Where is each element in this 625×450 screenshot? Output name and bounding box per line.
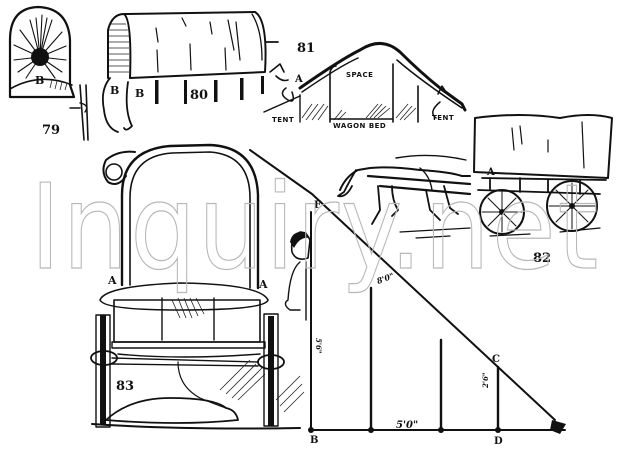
label-b-fig79: B	[35, 74, 44, 87]
label-a-fig82: A	[486, 167, 495, 178]
label-d: D	[494, 436, 503, 447]
label-b2-fig80: B	[135, 87, 144, 100]
watermark-text: Inquiry.net	[30, 158, 600, 296]
figure-number-83: 83	[116, 379, 134, 394]
label-wagon-bed: WAGON BED	[333, 122, 386, 130]
figure-82-horse-wagon: A 82	[337, 114, 613, 266]
label-f: F	[314, 200, 321, 211]
figure-number-79: 79	[42, 123, 60, 138]
label-space: SPACE	[346, 71, 373, 79]
label-a-right-fig83: A	[258, 278, 268, 291]
dimension-base: 5'0"	[396, 420, 418, 431]
figure-80-wagon-cover: B B 80	[101, 11, 279, 133]
wagon-wheel-front-icon	[479, 189, 525, 235]
figure-79-wagon-rear: B 79	[8, 5, 89, 141]
figure-83-wagon-on-supports: A A 83	[90, 143, 556, 430]
label-tent-left: TENT	[272, 116, 294, 124]
label-a-left-fig83: A	[107, 274, 117, 287]
dimension-left-post: 5'6"	[314, 338, 323, 354]
label-a-fig81: A	[294, 74, 303, 85]
figure-number-82: 82	[533, 251, 551, 266]
figure-number-81: 81	[297, 41, 315, 56]
label-b-triangle: B	[310, 435, 318, 446]
dimension-c-post: 2'6"	[481, 372, 490, 389]
figure-number-80: 80	[190, 88, 208, 103]
label-b1-fig80: B	[110, 84, 119, 97]
label-c: C	[492, 354, 500, 365]
figure-81-cross-section: 81 SPACE WAGON BED TENT TENT A	[263, 41, 467, 130]
label-tent-right: TENT	[432, 114, 454, 122]
sunburst-icon	[13, 14, 67, 79]
